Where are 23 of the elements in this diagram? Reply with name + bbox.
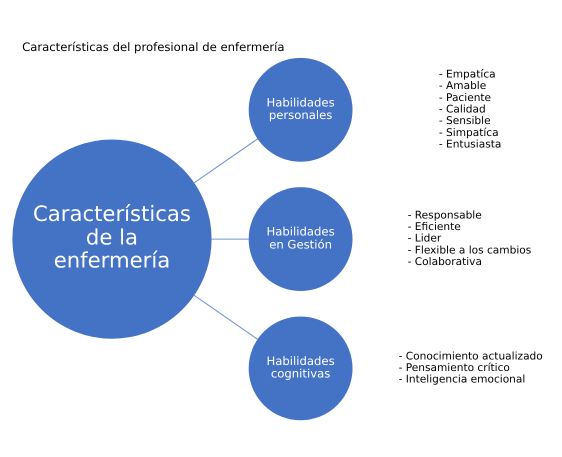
node-label: - Flexible a los cambios <box>408 244 532 256</box>
diagram-title: Características del profesional de enfermería <box>22 40 285 54</box>
node-circle: Habilidades cognitivas <box>248 316 353 420</box>
connector <box>193 138 258 184</box>
node-label: - Colaborativa <box>408 256 482 268</box>
node-label: - Sensible <box>438 115 491 128</box>
node-label: - Amable <box>438 80 486 92</box>
node-label: - Responsable <box>408 209 482 222</box>
node-label: - Simpatíca <box>438 126 499 139</box>
connector <box>193 294 258 340</box>
node-label: - Inteligencia emocional <box>398 374 526 386</box>
node-label: - Entusiasta <box>438 138 502 150</box>
node-label: - Conocimiento actualizado <box>398 350 543 362</box>
node-label: - Empatíca <box>438 68 496 81</box>
node-circle: Características de la enfermería <box>12 140 212 339</box>
node-label: - Paciente <box>438 92 492 104</box>
node-label: - Lider <box>408 232 442 245</box>
node-circle: Habilidades personales <box>248 58 353 162</box>
connector <box>211 238 249 240</box>
node-circle: Habilidades en Gestión <box>248 187 353 292</box>
node-label: - Pensamiento crítico <box>398 362 510 374</box>
node-label: - Eficiente <box>408 221 461 234</box>
node-label: - Calidad <box>438 103 486 116</box>
